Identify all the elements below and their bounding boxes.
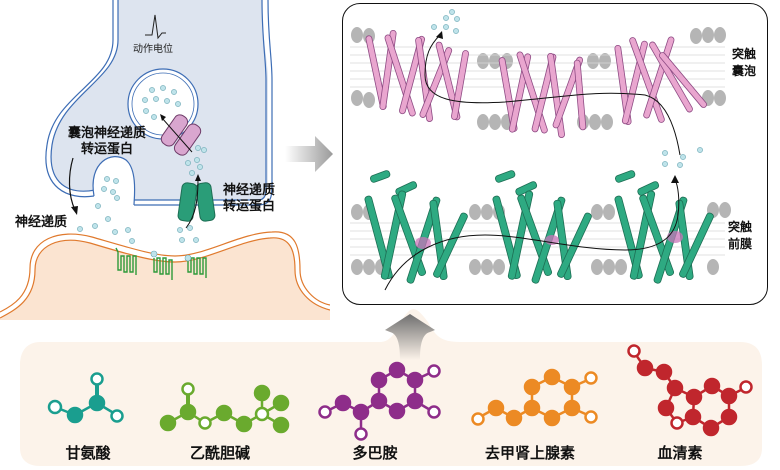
molecule-label-dopamine: 多巴胺	[352, 444, 398, 462]
cleft-neurotransmitters	[77, 176, 199, 244]
dopamine-molecule	[318, 361, 441, 441]
vmat-structure-1	[365, 29, 469, 123]
vmat-structure-3	[614, 36, 707, 126]
neurotransmitter-transporter	[177, 182, 216, 222]
presynaptic-membrane-outer	[45, 0, 273, 206]
vesicle-membrane-label: 突触 囊泡	[732, 46, 762, 80]
presynaptic-membrane-label-line2: 前膜	[728, 237, 753, 251]
arrowhead-icon	[160, 114, 166, 121]
right-arrow-icon	[285, 136, 333, 172]
molecule-label-norepinephrine: 去甲肾上腺素	[484, 444, 576, 462]
bound-neurotransmitter	[150, 250, 158, 258]
norepinephrine-molecule	[471, 368, 598, 427]
release-arrow	[68, 157, 76, 211]
action-potential-label: 动作电位	[133, 44, 173, 55]
neurotransmitter-transporter-label-line1: 神经递质	[223, 183, 276, 198]
molecule-structures	[47, 344, 753, 441]
vesicular-transporter-label: 囊泡神经递质 转运蛋白	[68, 126, 146, 158]
glycine-molecule	[47, 372, 124, 424]
action-potential-icon	[145, 14, 166, 40]
released-neurotransmitters	[431, 9, 703, 168]
arrowhead-icon	[671, 175, 679, 183]
transporter-structure-3	[614, 170, 714, 284]
vesicular-transporter-label-line2: 转运蛋白	[81, 142, 134, 157]
transporter-structure-2	[492, 170, 592, 284]
receptor	[153, 257, 173, 280]
cytosolic-neurotransmitters	[185, 145, 207, 176]
bound-neurotransmitter	[184, 254, 192, 262]
presynaptic-membrane-label: 突触 前膜	[728, 219, 758, 253]
postsynaptic-receptors	[115, 247, 207, 280]
vesicle-transport-path	[424, 34, 681, 156]
serotonin-molecule	[627, 344, 753, 437]
molecule-label-acetylcholine: 乙酰胆碱	[189, 444, 251, 462]
molecule-label-serotonin: 血清素	[657, 444, 703, 462]
vesicular-transporter-label-line1: 囊泡神经递质	[68, 126, 147, 141]
arrowhead-icon	[436, 31, 443, 39]
acetylcholine-molecule	[159, 382, 290, 434]
vesicular-transporter	[160, 114, 202, 156]
synapse-diagram	[0, 0, 330, 320]
up-arrow-icon	[385, 314, 435, 360]
vesicle-neurotransmitters	[142, 85, 181, 120]
postsynaptic-membrane-inner	[0, 237, 330, 319]
plasma-transport-arrow	[185, 177, 199, 229]
neurotransmitter-label: 神经递质	[15, 215, 68, 230]
arrowhead-icon	[195, 174, 201, 181]
postsynaptic-cell	[0, 237, 330, 320]
plasma-transporter-structures	[364, 170, 714, 284]
neurotransmitter-transporter-label: 神经递质 转运蛋白	[223, 183, 275, 215]
vesicular-transport-arrow	[161, 117, 193, 153]
reuptake-path	[384, 179, 680, 291]
vesicular-transporter-structures	[365, 29, 707, 139]
receptor	[187, 257, 207, 278]
transporter-structures	[350, 9, 731, 291]
vesicle-membrane-label-line1: 突触	[732, 47, 757, 61]
postsynaptic-membrane-outer	[0, 231, 330, 313]
arrowhead-icon	[71, 206, 78, 215]
vesicle-membrane-label-line2: 囊泡	[732, 64, 757, 78]
receptor	[115, 247, 137, 275]
molecule-label-glycine: 甘氨酸	[65, 444, 111, 462]
neurotransmitter-transporter-label-line2: 转运蛋白	[223, 199, 276, 214]
presynaptic-membrane-label-line1: 突触	[728, 220, 753, 234]
